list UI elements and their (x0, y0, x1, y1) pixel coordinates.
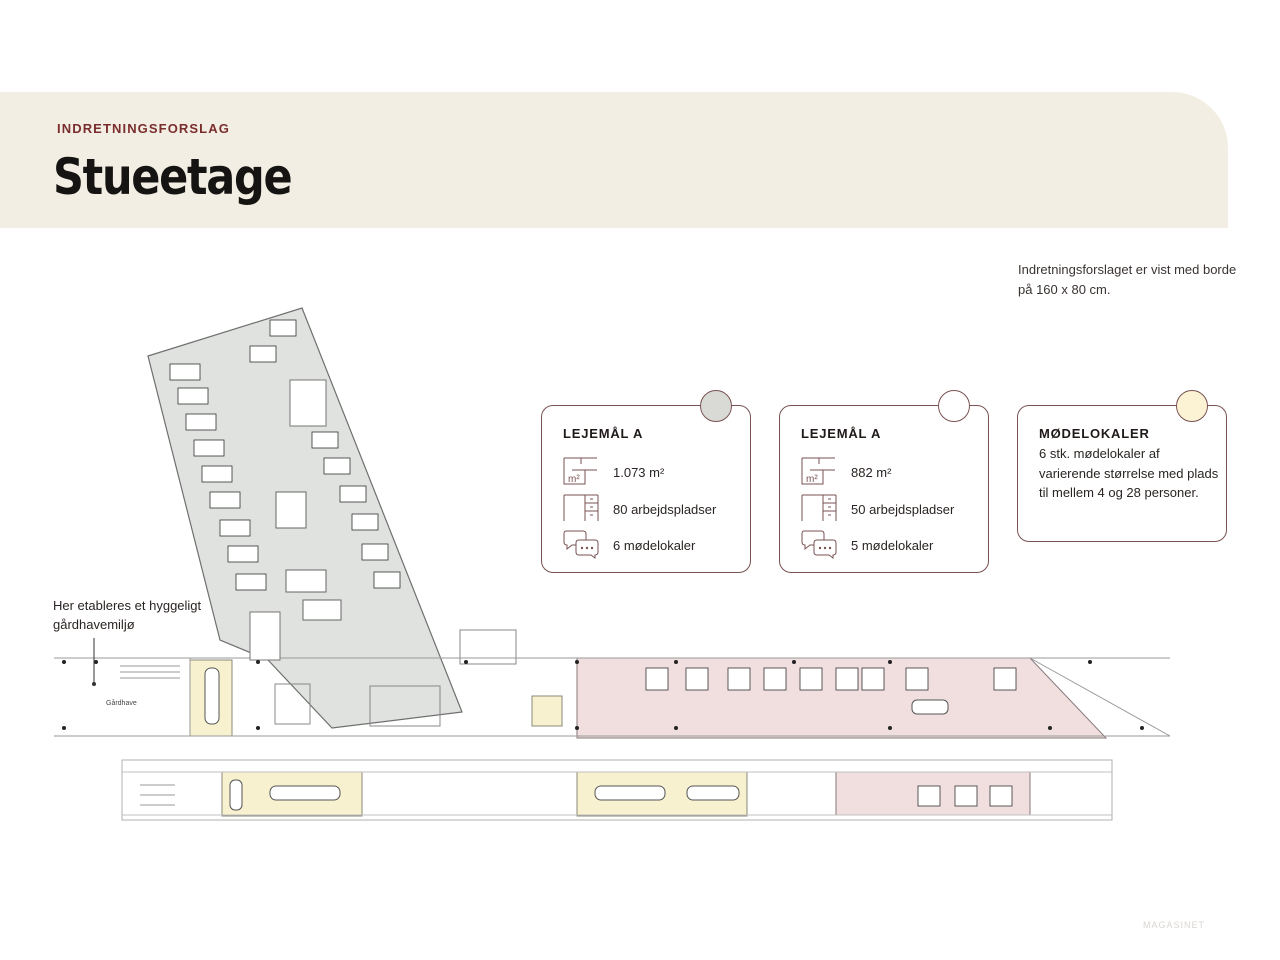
desk-icon (563, 494, 599, 521)
page-title: Stueetage (53, 148, 293, 206)
workplaces-row: 80 arbejdspladser (563, 493, 743, 523)
area-m2-icon: m² (563, 457, 597, 485)
meeting-rooms-description: 6 stk. mødelokaler af varierende størrel… (1039, 446, 1219, 500)
area-value: 1.073 m² (613, 465, 665, 480)
meeting-rooms-value: 5 mødelokaler (851, 538, 934, 553)
tenant-a-zone (147, 307, 463, 729)
area-row: m² 882 m² (801, 456, 981, 486)
card-title: LEJEMÅL A (801, 426, 882, 441)
area-value: 882 m² (851, 465, 892, 480)
svg-text:m²: m² (568, 474, 580, 485)
tenant-a-card: LEJEMÅL A m² 1.073 m² 80 arbejdspladser … (541, 390, 751, 573)
meeting-zone (531, 695, 563, 727)
meeting-rooms-card: MØDELOKALER 6 stk. mødelokaler af varier… (1017, 390, 1227, 542)
area-row: m² 1.073 m² (563, 456, 743, 486)
meeting-rooms-value: 6 mødelokaler (613, 538, 696, 553)
section-eyebrow: INDRETNINGSFORSLAG (57, 121, 230, 136)
meeting-rooms-row: 5 mødelokaler (801, 529, 981, 559)
header-banner (0, 92, 1228, 228)
color-swatch (700, 390, 732, 422)
card-title: LEJEMÅL A (563, 426, 644, 441)
meeting-zone (576, 771, 748, 817)
meeting-zone (221, 771, 363, 817)
chat-bubbles-icon (801, 530, 837, 559)
card-title: MØDELOKALER (1039, 426, 1150, 441)
courtyard-label: Gårdhave (106, 700, 137, 707)
workplaces-row: 50 arbejdspladser (801, 493, 981, 523)
courtyard-note: Her etableres et hyggeligt gårdhavemiljø (53, 598, 202, 632)
svg-text:m²: m² (806, 474, 818, 485)
color-swatch (1176, 390, 1208, 422)
workplaces-value: 80 arbejdspladser (613, 502, 717, 517)
tenant-b-zone-lower (835, 771, 1031, 816)
workplaces-value: 50 arbejdspladser (851, 502, 955, 517)
watermark: MAGASINET (1143, 920, 1206, 930)
area-m2-icon: m² (801, 457, 835, 485)
chat-bubbles-icon (563, 530, 599, 559)
tenant-a-card-2: LEJEMÅL A m² 882 m² 50 arbejdspladser 5 … (779, 390, 989, 573)
table-size-note: Indretningsforslaget er vist med borde p… (1018, 262, 1237, 297)
color-swatch (938, 390, 970, 422)
meeting-zone (189, 659, 233, 737)
meeting-rooms-row: 6 mødelokaler (563, 529, 743, 559)
desk-icon (801, 494, 837, 521)
tenant-b-zone (576, 657, 1108, 739)
